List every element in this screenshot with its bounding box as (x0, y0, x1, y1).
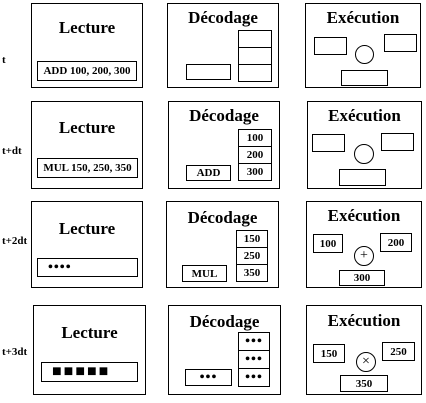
result-box: 300 (339, 270, 385, 286)
execution-panel: Exécution 100 + 200 300 (306, 201, 422, 288)
register-cell: 150 (236, 230, 268, 248)
time-label: t+dt (2, 145, 22, 157)
execution-panel: Exécution (305, 3, 421, 88)
opcode-box: ADD (186, 165, 231, 181)
register-cell: 350 (236, 264, 268, 282)
operator-circle: + (354, 246, 374, 266)
execution-title: Exécution (327, 311, 401, 330)
opcode-box (186, 64, 231, 80)
opcode-box: MUL (182, 265, 227, 282)
result-box (339, 169, 386, 186)
register-cell: ••• (238, 350, 270, 369)
register-cell (238, 30, 272, 48)
decodage-title: Décodage (189, 106, 259, 125)
execution-title: Exécution (328, 106, 401, 125)
result-box: 350 (340, 375, 388, 392)
decodage-panel: Décodage ADD 100 200 300 (168, 101, 280, 189)
lecture-panel: Lecture ■■■■■ (33, 305, 146, 395)
lecture-title: Lecture (58, 219, 116, 238)
execution-panel: Exécution 150 × 250 350 (306, 305, 422, 395)
time-label: t (2, 54, 6, 66)
register-cell: ••• (238, 368, 270, 387)
execution-title: Exécution (326, 8, 400, 27)
lecture-panel: Lecture •••• (31, 201, 143, 288)
lecture-panel: Lecture MUL 150, 250, 350 (31, 101, 143, 189)
lecture-title: Lecture (58, 118, 116, 137)
register-cell (238, 47, 272, 65)
result-box (341, 70, 388, 86)
register-cell: 100 (238, 129, 272, 147)
decodage-panel: Décodage MUL 150 250 350 (166, 201, 279, 288)
instruction-box: ADD 100, 200, 300 (37, 61, 137, 81)
operand-a-box (312, 134, 345, 152)
decodage-panel: Décodage (167, 3, 279, 88)
operator-circle: × (356, 352, 376, 372)
instruction-box: MUL 150, 250, 350 (37, 158, 138, 178)
register-cell (238, 64, 272, 82)
operator-circle (355, 45, 374, 64)
execution-panel: Exécution (307, 101, 422, 189)
operator-circle (354, 144, 374, 164)
operand-b-box: 200 (380, 233, 412, 252)
operand-a-box: 150 (313, 344, 345, 363)
decodage-title: Décodage (187, 208, 258, 227)
decodage-title: Décodage (188, 8, 258, 27)
execution-title: Exécution (327, 206, 401, 225)
opcode-box: ••• (185, 369, 232, 386)
register-cell: 250 (236, 247, 268, 265)
lecture-panel: Lecture ADD 100, 200, 300 (31, 3, 143, 88)
operand-b-box (384, 34, 417, 52)
operand-a-box (314, 37, 347, 55)
register-cell: 300 (238, 163, 272, 181)
instruction-box: ■■■■■ (41, 362, 138, 382)
time-label: t+2dt (2, 235, 28, 247)
lecture-title: Lecture (58, 18, 116, 37)
decodage-panel: Décodage ••• ••• ••• ••• (168, 305, 281, 395)
operand-a-box: 100 (313, 234, 343, 253)
operand-b-box (381, 133, 414, 151)
operand-b-box: 250 (382, 342, 415, 361)
register-cell: 200 (238, 146, 272, 164)
lecture-title: Lecture (61, 323, 118, 342)
instruction-box: •••• (37, 258, 138, 277)
register-cell: ••• (238, 332, 270, 351)
time-label: t+3dt (2, 346, 28, 358)
decodage-title: Décodage (189, 312, 260, 331)
